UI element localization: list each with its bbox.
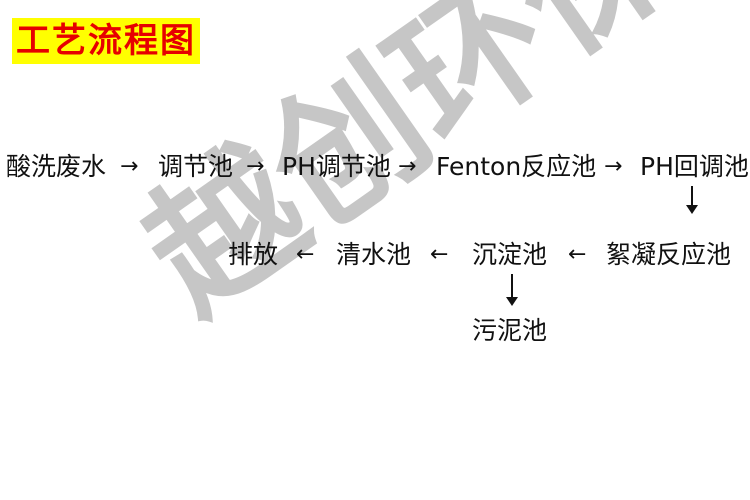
node-equalization-tank: 调节池 (158, 152, 234, 181)
node-discharge: 排放 (228, 240, 279, 269)
arrow-right-2: → (246, 154, 265, 179)
arrow-right-3: → (398, 154, 417, 179)
arrow-down-2 (504, 274, 520, 308)
node-acid-wastewater: 酸洗废水 (6, 152, 107, 181)
arrow-down-1 (684, 186, 700, 214)
node-clear-water-tank: 清水池 (336, 240, 412, 269)
node-fenton-tank: Fenton反应池 (436, 152, 597, 181)
node-flocculation-tank: 絮凝反应池 (606, 240, 732, 269)
node-sludge-tank: 污泥池 (472, 316, 548, 345)
arrow-left-2: ← (430, 242, 449, 267)
arrow-right-4: → (604, 154, 623, 179)
arrow-right-1: → (120, 154, 139, 179)
page-title: 工艺流程图 (12, 18, 200, 64)
node-ph-adjust-tank: PH调节池 (282, 152, 391, 181)
node-ph-readjust-tank: PH回调池 (640, 152, 749, 181)
node-sedimentation-tank: 沉淀池 (472, 240, 548, 269)
arrow-left-1: ← (296, 242, 315, 267)
arrow-left-3: ← (568, 242, 587, 267)
